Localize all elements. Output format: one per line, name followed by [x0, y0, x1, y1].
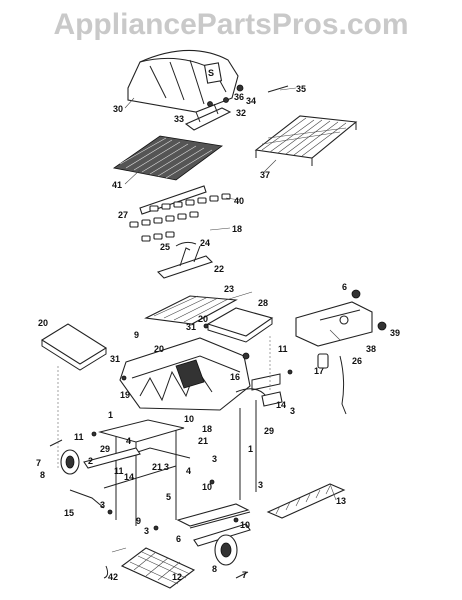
firebox	[119, 337, 251, 411]
callout-23: 23	[224, 284, 234, 294]
callout-33: 33	[174, 114, 184, 124]
grill-lid: S	[127, 49, 239, 113]
callout-3-bottom: 3	[144, 526, 149, 536]
callout-9-top: 9	[134, 330, 139, 340]
callout-3-right: 3	[290, 406, 295, 416]
callout-7-right: 7	[242, 570, 247, 580]
callout-16: 16	[230, 372, 240, 382]
callout-3-center: 3	[164, 462, 169, 472]
callout-20-top: 20	[198, 314, 208, 324]
callout-41: 41	[112, 180, 122, 190]
callout-5: 5	[166, 492, 171, 502]
callout-1-right: 1	[248, 444, 253, 454]
callout-1-left: 1	[108, 410, 113, 420]
side-shelf-left	[40, 323, 108, 365]
callout-17: 17	[314, 366, 324, 376]
svg-text:S: S	[208, 68, 214, 78]
ceramic-briquettes	[129, 193, 231, 242]
warming-rack	[254, 115, 358, 166]
callout-15: 15	[64, 508, 74, 518]
callout-32: 32	[236, 108, 246, 118]
callout-10-lower: 10	[240, 520, 250, 530]
callout-31-top: 31	[186, 322, 196, 332]
callout-21-top: 21	[198, 436, 208, 446]
callout-30: 30	[113, 104, 123, 114]
callout-10-mid: 10	[202, 482, 212, 492]
callout-26: 26	[352, 356, 362, 366]
callout-20-left: 20	[38, 318, 48, 328]
callout-13: 13	[336, 496, 346, 506]
callout-22: 22	[214, 264, 224, 274]
cart-frame	[83, 373, 283, 547]
callout-19: 19	[120, 390, 130, 400]
callout-36: 36	[234, 92, 244, 102]
callout-21-mid: 21	[152, 462, 162, 472]
control-panel	[295, 289, 387, 415]
callout-20-mid: 20	[154, 344, 164, 354]
callout-27: 27	[118, 210, 128, 220]
wheel-right	[214, 534, 238, 566]
callout-14-right: 14	[276, 400, 286, 410]
callout-42: 42	[108, 572, 118, 582]
callout-labels: 30 36 34 35 32 33 41 37 27 40 18 25 24 2…	[36, 84, 400, 582]
callout-6-top: 6	[342, 282, 347, 292]
wheel-left	[60, 449, 80, 475]
cooking-grate	[112, 135, 224, 181]
callout-8-left: 8	[40, 470, 45, 480]
callout-35: 35	[296, 84, 306, 94]
callout-4-mid: 4	[186, 466, 191, 476]
callout-31-left: 31	[110, 354, 120, 364]
callout-9-lower: 9	[136, 516, 141, 526]
watermark-text: AppliancePartsPros.com	[53, 8, 409, 41]
bottom-shelf-grid	[120, 547, 196, 589]
callout-3-lower-left: 3	[100, 500, 105, 510]
callout-7-left: 7	[36, 458, 41, 468]
side-shelf-right	[206, 307, 274, 337]
callout-2: 2	[88, 456, 93, 466]
leader-lines	[57, 87, 341, 553]
callout-4-left: 4	[126, 436, 131, 446]
callout-11-top: 11	[278, 344, 288, 354]
callout-3-lower-right: 3	[258, 480, 263, 490]
callout-39: 39	[390, 328, 400, 338]
burner	[156, 241, 214, 279]
storage-basket	[266, 483, 346, 519]
callout-25: 25	[160, 242, 170, 252]
callout-40: 40	[234, 196, 244, 206]
callout-14-left: 14	[124, 472, 134, 482]
callout-10-top: 10	[184, 414, 194, 424]
callout-18-lower: 18	[202, 424, 212, 434]
callout-29-right: 29	[264, 426, 274, 436]
callout-6-lower: 6	[176, 534, 181, 544]
callout-24: 24	[200, 238, 210, 248]
rock-grate	[144, 295, 238, 325]
warming-rack-rod	[267, 85, 289, 93]
callout-34: 34	[246, 96, 256, 106]
callout-37: 37	[260, 170, 270, 180]
callout-29-left: 29	[100, 444, 110, 454]
callout-3-mid: 3	[212, 454, 217, 464]
callout-28: 28	[258, 298, 268, 308]
callout-18: 18	[232, 224, 242, 234]
lid-handle	[184, 84, 244, 131]
callout-8-right: 8	[212, 564, 217, 574]
hardware	[49, 323, 293, 579]
callout-11-left: 11	[74, 432, 84, 442]
callout-38: 38	[366, 344, 376, 354]
callout-12: 12	[172, 572, 182, 582]
callout-11-mid: 11	[114, 466, 124, 476]
